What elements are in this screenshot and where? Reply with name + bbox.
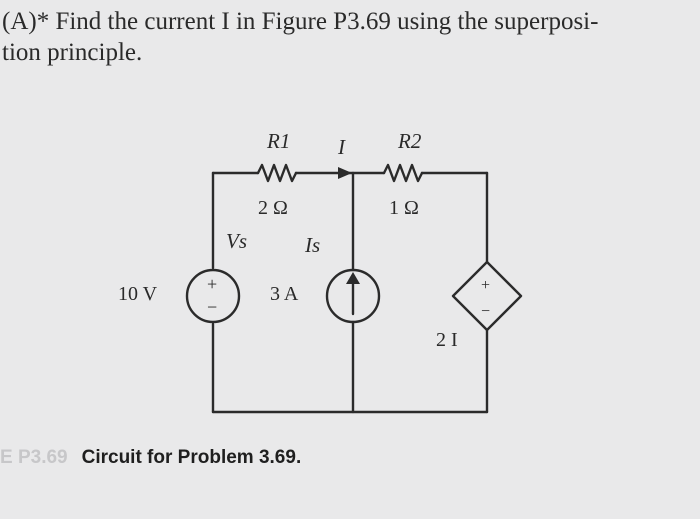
figure-title: Circuit for Problem 3.69. — [81, 447, 302, 468]
r2-label: R2 — [397, 129, 422, 153]
vs-label: Vs — [226, 229, 247, 253]
problem-statement: (A)* Find the current I in Figure P3.69 … — [2, 6, 692, 68]
current-source-arrow-head — [346, 272, 360, 284]
dependent-source-value: 2 I — [436, 329, 458, 351]
voltage-source-plus: + — [207, 274, 217, 294]
r2-value: 1 Ω — [389, 197, 419, 219]
voltage-source-value: 10 V — [118, 283, 158, 305]
dependent-source-minus: − — [481, 303, 490, 320]
dependent-source-plus: + — [481, 277, 490, 294]
current-i-arrow — [338, 167, 352, 179]
current-source — [325, 268, 381, 324]
current-source-value: 3 A — [270, 283, 299, 305]
problem-line-1: (A)* Find the current I in Figure P3.69 … — [2, 8, 599, 35]
voltage-source-minus: − — [207, 297, 217, 317]
dependent-voltage-source — [451, 260, 523, 332]
problem-line-2: tion principle. — [2, 39, 143, 66]
figure-number: E P3.69 — [0, 447, 68, 468]
current-i-label: I — [337, 135, 346, 159]
r1-value: 2 Ω — [258, 197, 288, 219]
voltage-source — [185, 268, 241, 324]
resistor-r2 — [382, 163, 424, 183]
resistor-r1 — [256, 163, 298, 183]
is-label: Is — [304, 233, 320, 257]
figure-caption: E P3.69 Circuit for Problem 3.69. — [0, 447, 301, 469]
r1-label: R1 — [266, 129, 290, 153]
